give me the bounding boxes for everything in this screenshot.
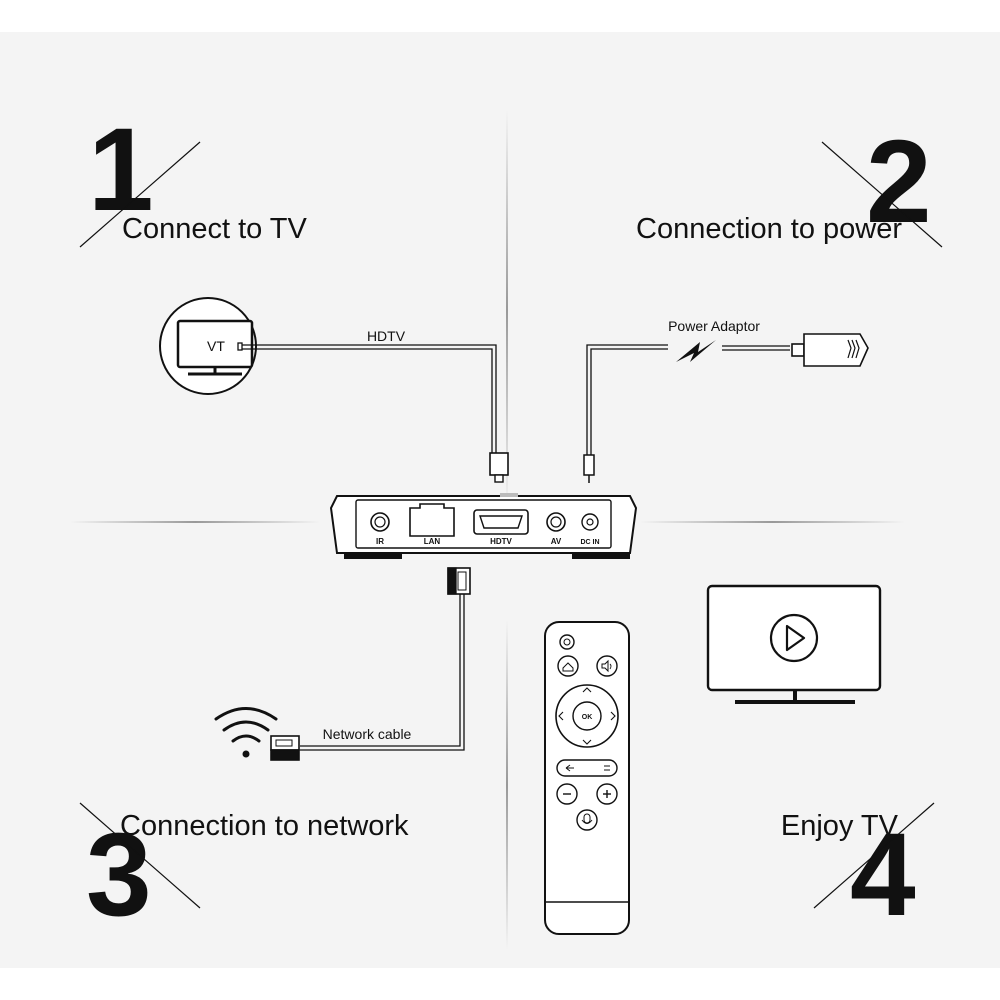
power-adaptor-label: Power Adaptor [668, 318, 760, 334]
remote-minus-button [556, 783, 578, 805]
remote-control: OK [544, 621, 630, 935]
step-1-slash [79, 141, 201, 248]
remote-mic-button [576, 809, 598, 831]
step-4-slash [813, 802, 935, 909]
step-2-number: 2 [866, 116, 932, 248]
svg-text:AV: AV [551, 537, 562, 546]
tv-screen-label: VT [207, 338, 225, 354]
hdtv-port: HDTV [473, 509, 529, 546]
step-2-slash [821, 141, 943, 248]
step-2: 2 Connection to power [636, 116, 943, 248]
remote-volume-button [596, 655, 618, 677]
tv-play-icon [706, 584, 882, 704]
remote-back-menu-button [556, 759, 618, 777]
dcin-port: DC IN [580, 513, 600, 546]
ir-port: IR [370, 512, 390, 546]
remote-power-button [559, 634, 575, 650]
network-cable [300, 567, 471, 751]
lan-port: LAN [409, 503, 455, 546]
power-cable [583, 344, 790, 483]
lightning-icon [676, 340, 716, 362]
horizontal-divider-left [70, 521, 320, 523]
step-1: 1 Connect to TV [79, 104, 308, 248]
horizontal-divider-right [640, 521, 905, 523]
svg-text:DC IN: DC IN [580, 539, 599, 546]
network-cable-label: Network cable [323, 726, 412, 742]
step-4-number: 4 [850, 809, 916, 941]
vertical-divider-bottom [506, 620, 508, 950]
tv-icon: VT [159, 297, 257, 395]
remote-dpad: OK [555, 684, 619, 748]
step-3-slash [79, 802, 201, 909]
svg-text:HDTV: HDTV [490, 537, 512, 546]
hdtv-cable [237, 342, 509, 483]
network-plug [270, 735, 300, 761]
svg-text:LAN: LAN [424, 537, 441, 546]
step-3: 3 Connection to network [79, 802, 409, 941]
remote-ok-label: OK [582, 714, 593, 721]
remote-plus-button [596, 783, 618, 805]
step-3-number: 3 [86, 809, 152, 941]
step-4: 4 Enjoy TV [781, 802, 935, 941]
step-4-label: Enjoy TV [781, 810, 899, 842]
set-top-box: IR LAN HDTV AV DC IN [329, 493, 638, 559]
step-1-label: Connect to TV [122, 213, 308, 245]
power-plug-icon [791, 333, 869, 367]
av-port: AV [546, 512, 566, 546]
step-3-label: Connection to network [120, 810, 409, 842]
hdtv-cable-label: HDTV [367, 328, 406, 344]
wifi-icon [214, 707, 278, 758]
svg-text:IR: IR [376, 537, 384, 546]
step-2-label: Connection to power [636, 213, 902, 245]
vertical-divider-top [506, 110, 508, 510]
step-1-number: 1 [88, 104, 154, 236]
remote-home-button [557, 655, 579, 677]
